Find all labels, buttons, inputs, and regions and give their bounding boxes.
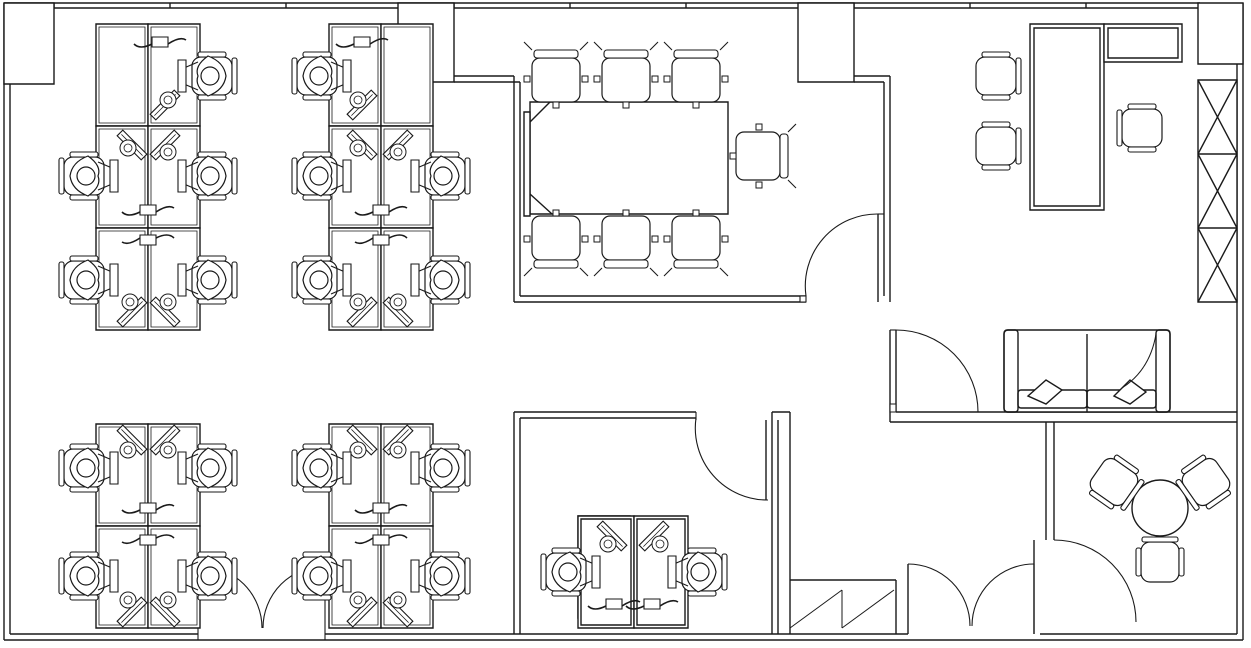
- stairs: [790, 590, 894, 628]
- storage-shelving: [1198, 80, 1237, 302]
- lounge-sofa: [1004, 330, 1170, 412]
- doors: [198, 214, 1136, 640]
- executive-desk: [1030, 24, 1182, 210]
- private-office-desk: [541, 515, 727, 628]
- meeting-table: [524, 100, 728, 216]
- interior-walls: [454, 76, 1237, 634]
- break-table: [1083, 450, 1237, 583]
- workstation-cluster-bottom-right: [292, 423, 470, 629]
- workstation-cluster-bottom-left: [59, 423, 237, 629]
- workstation-cluster-top-left: [59, 23, 237, 331]
